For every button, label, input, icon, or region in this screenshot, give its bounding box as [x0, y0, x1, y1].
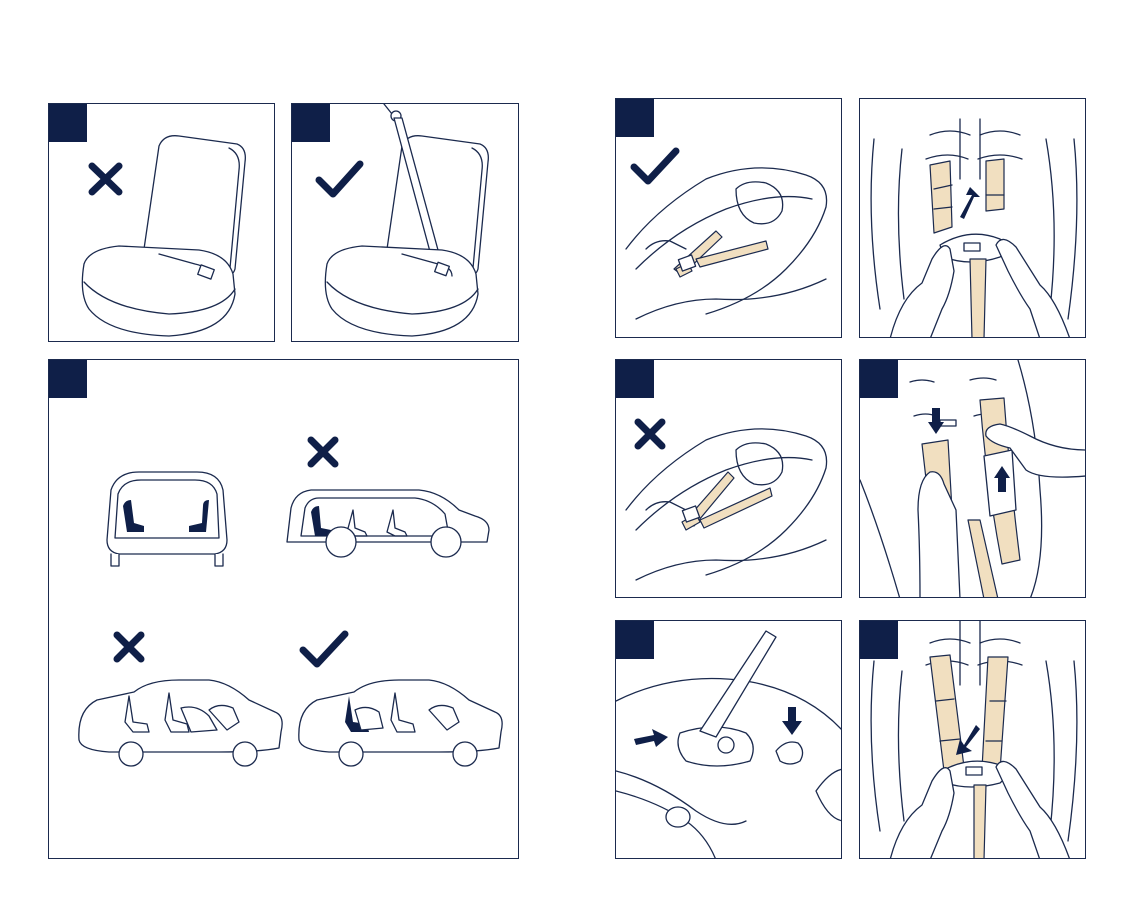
- step-badge: [49, 104, 87, 142]
- car-side-rear-seat-correct: [299, 680, 502, 766]
- arrow-up-icon: [960, 187, 980, 219]
- panel-lap-belt-only: [48, 103, 275, 342]
- car-side-wagon: [287, 490, 489, 557]
- baby-carrier-harness-incorrect: [616, 360, 842, 598]
- panel-harness-slots-up: [859, 98, 1086, 338]
- step-badge: [292, 104, 330, 142]
- baby-carrier-harness-correct: [616, 99, 842, 338]
- step-badge: [860, 360, 898, 398]
- harness-slots-illustration: [860, 99, 1086, 338]
- step-badge: [860, 621, 898, 659]
- arrow-down-icon: [782, 707, 802, 735]
- car-front-view: [107, 472, 227, 566]
- panel-harness-buckle-pull: [859, 620, 1086, 859]
- check-icon: [303, 634, 345, 664]
- check-icon: [319, 164, 360, 194]
- panel-harness-incorrect: [615, 359, 842, 598]
- panel-harness-correct: [615, 98, 842, 338]
- cross-icon: [92, 166, 119, 192]
- step-badge: [49, 360, 87, 398]
- arrow-right-icon: [634, 729, 668, 747]
- seat-lap-belt-illustration: [49, 104, 275, 342]
- cross-icon: [638, 422, 662, 446]
- handle-release-illustration: [616, 621, 842, 859]
- check-icon: [634, 151, 676, 181]
- shoulder-pads-illustration: [860, 360, 1086, 598]
- harness-buckle-illustration: [860, 621, 1086, 859]
- seat-three-point-belt-illustration: [292, 104, 519, 342]
- step-badge: [616, 99, 654, 137]
- cross-icon: [311, 440, 335, 464]
- vehicle-position-illustration: [49, 360, 519, 859]
- step-badge: [616, 360, 654, 398]
- panel-vehicle-positions: [48, 359, 519, 859]
- step-badge: [616, 621, 654, 659]
- panel-handle-release: [615, 620, 842, 859]
- car-side-front-seat-wrong: [79, 680, 282, 766]
- panel-shoulder-pads-adjust: [859, 359, 1086, 598]
- cross-icon: [117, 635, 141, 659]
- panel-three-point-belt: [291, 103, 519, 342]
